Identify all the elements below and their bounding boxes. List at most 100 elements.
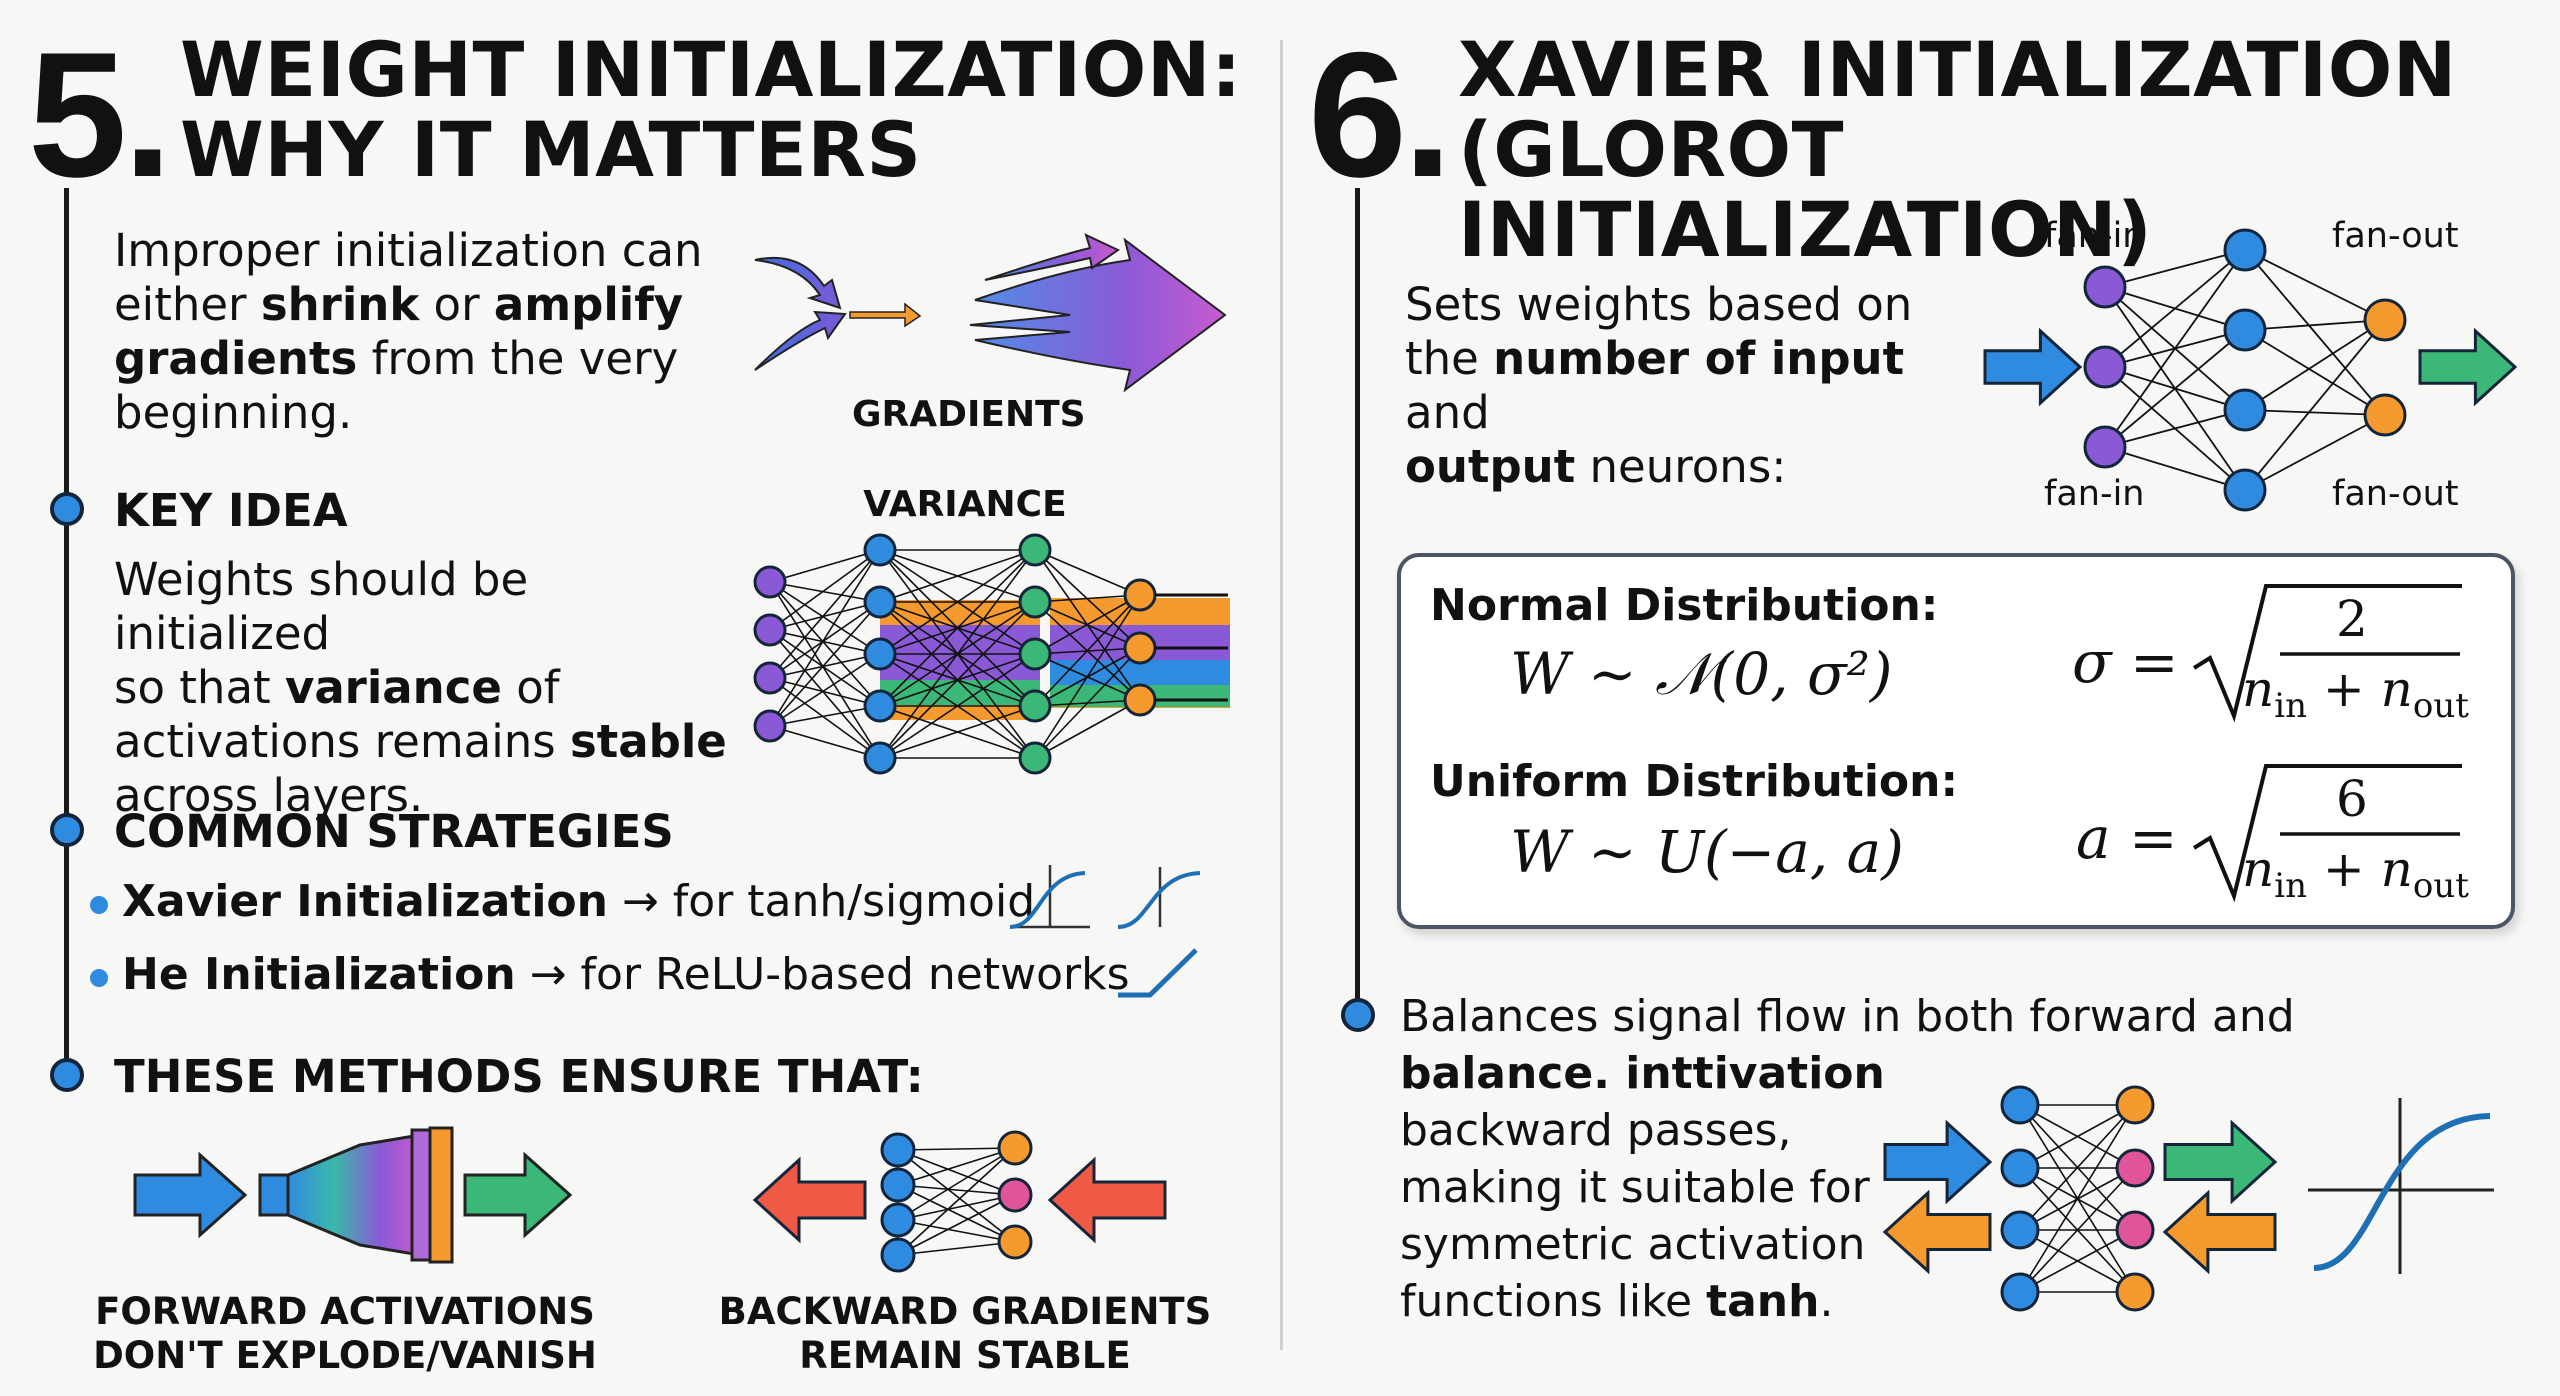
denom-out: out: [2412, 686, 2469, 726]
balance-line: Balances signal flow in both forward and: [1400, 991, 2295, 1042]
backward-caption: BACKWARD GRADIENTS REMAIN STABLE: [700, 1290, 1230, 1378]
left-timeline: [64, 188, 69, 1078]
neuron-node: [1018, 689, 1052, 723]
neuron-node: [863, 741, 897, 775]
connection-line: [897, 1194, 1016, 1256]
gradients-illustration: [754, 233, 1227, 393]
neuron-node: [2083, 425, 2127, 469]
connection-line: [1034, 549, 1141, 596]
neuron-node: [2083, 265, 2127, 309]
connection-line: [897, 1184, 1016, 1196]
neuron-node: [1018, 533, 1052, 567]
connection-line: [2244, 414, 2386, 491]
connection-line: [879, 601, 1036, 759]
connection-line: [769, 677, 881, 707]
neuron-node: [1018, 637, 1052, 671]
neuron-node: [2363, 393, 2407, 437]
neuron-node: [2115, 1085, 2155, 1125]
denom-n: n: [2380, 660, 2413, 718]
uniform-formula: W ∼ U(−a, a): [1510, 818, 1904, 886]
backward-arrow-left: [752, 1156, 867, 1244]
relu-curve-icon: [1118, 948, 1198, 998]
connection-line: [879, 549, 1036, 655]
intro-line: beginning.: [114, 386, 353, 439]
a-lhs: a =: [2076, 804, 2178, 872]
sigma-lhs: σ =: [2072, 628, 2179, 696]
connection-line: [1034, 594, 1141, 707]
key-idea-line: activations remains: [114, 715, 570, 768]
denom-n: n: [2242, 660, 2275, 718]
balance-line: functions like: [1400, 1276, 1707, 1327]
section-number-6: 6.: [1308, 15, 1452, 214]
forward-caption-line1: FORWARD ACTIVATIONS: [95, 1290, 595, 1333]
neuron-node: [863, 637, 897, 671]
connection-line: [897, 1147, 1016, 1151]
connection-line: [769, 653, 881, 727]
connection-line: [897, 1149, 1016, 1196]
right-intro-line: Sets weights based on: [1405, 278, 1913, 331]
forward-arrow-out: [463, 1151, 573, 1239]
balance-bold-tanh: tanh: [1706, 1276, 1820, 1327]
key-idea-line: so that: [114, 661, 285, 714]
neuron-node: [2000, 1272, 2040, 1312]
normal-distribution-heading: Normal Distribution:: [1430, 580, 1939, 631]
connection-line: [769, 677, 881, 759]
right-intro-bold-output: output: [1405, 440, 1576, 493]
key-idea-line: across layers.: [114, 769, 424, 822]
strategy-xavier: Xavier Initialization → for tanh/sigmoid: [122, 875, 1035, 929]
neuron-node: [2223, 308, 2267, 352]
fan-in-label-top: fan-in: [2044, 216, 2145, 256]
balance-backward-out-arrow: [1882, 1189, 1992, 1275]
connection-line: [769, 629, 881, 655]
neuron-node: [753, 565, 787, 599]
xavier-output-arrow: [2418, 327, 2518, 407]
left-title-line1: WEIGHT INITIALIZATION:: [180, 25, 1242, 114]
connection-line: [1034, 699, 1141, 759]
connection-line: [897, 1147, 1016, 1221]
connection-line: [1034, 594, 1141, 655]
connection-line: [769, 629, 881, 759]
neuron-node: [880, 1167, 916, 1203]
connection-line: [769, 549, 881, 583]
connection-line: [2019, 1104, 2136, 1231]
formula-box: [1397, 553, 2515, 929]
balance-bold-line: balance. inttivation: [1400, 1048, 1885, 1099]
connection-line: [769, 705, 881, 727]
connection-line: [2019, 1104, 2136, 1293]
denom-plus: +: [2306, 660, 2381, 718]
connection-line: [1034, 594, 1141, 759]
neuron-node: [2083, 345, 2127, 389]
key-idea-line: of: [501, 661, 560, 714]
connection-line: [2104, 249, 2246, 368]
connection-line: [897, 1149, 1016, 1243]
variance-label: VARIANCE: [863, 484, 1067, 525]
key-idea-bold-stable: stable: [570, 715, 727, 768]
funnel-neck: [258, 1173, 290, 1217]
neuron-node: [753, 661, 787, 695]
connection-line: [2244, 409, 2386, 416]
connection-line: [897, 1194, 1016, 1221]
forward-arrow-in: [133, 1151, 248, 1239]
right-intro-bold-input: number of input: [1493, 332, 1905, 385]
timeline-dot-balance: [1341, 998, 1375, 1032]
denom-in: in: [2274, 686, 2307, 726]
forward-caption-line2: DON'T EXPLODE/VANISH: [93, 1334, 597, 1377]
neuron-node: [863, 533, 897, 567]
intro-bold-shrink: shrink: [260, 278, 420, 331]
neuron-node: [1018, 585, 1052, 619]
funnel-end-plate: [410, 1128, 432, 1262]
connection-line: [769, 601, 881, 727]
strategy-he: He Initialization → for ReLU-based netwo…: [122, 948, 1130, 1002]
shrink-arrow-bottom: [754, 310, 847, 371]
neuron-node: [2115, 1272, 2155, 1312]
fan-out-label-top: fan-out: [2332, 216, 2459, 256]
right-timeline: [1355, 188, 1360, 1008]
right-intro-line: and: [1405, 386, 1490, 439]
neuron-node: [1123, 683, 1157, 717]
right-title: XAVIER INITIALIZATION (GLOROT INITIALIZA…: [1458, 30, 2560, 270]
connection-line: [769, 549, 881, 631]
panel-divider: [1280, 40, 1283, 1350]
balance-network-illustration: [1882, 1085, 2278, 1312]
connection-line: [2244, 319, 2386, 491]
left-intro: Improper initialization can either shrin…: [114, 224, 734, 440]
